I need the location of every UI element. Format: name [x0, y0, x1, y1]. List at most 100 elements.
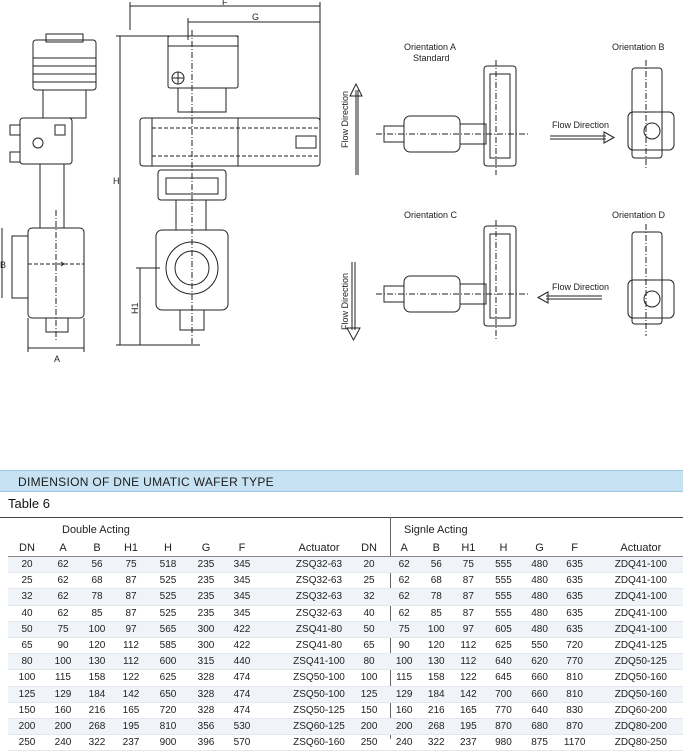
- table-cell: 158: [88, 672, 106, 684]
- table-cell: ZDQ80-250: [614, 737, 667, 749]
- table-cell: 80: [350, 653, 389, 670]
- table-cell: 142: [114, 686, 148, 703]
- orientation-a-sublabel: Standard: [413, 53, 450, 63]
- section-title-bar: DIMENSION OF DNE UMATIC WAFER TYPE: [0, 470, 683, 492]
- table-cell: 870: [556, 718, 593, 735]
- table-cell: 518: [148, 556, 188, 573]
- table-cell: 68: [430, 575, 442, 587]
- table-cell: 78: [80, 588, 114, 606]
- table-cell: 62: [398, 607, 410, 619]
- table-cell: 87: [114, 588, 148, 606]
- table-cell: 100: [46, 653, 80, 670]
- table-cell: 129: [46, 686, 80, 703]
- column-header: H1: [452, 540, 485, 557]
- table-cell: 530: [224, 718, 260, 735]
- table-cell: 810: [566, 672, 583, 684]
- table-cell: 20: [8, 556, 46, 573]
- column-header: B: [80, 540, 114, 557]
- table-cell: 65: [21, 640, 33, 652]
- table-cell: 237: [122, 737, 140, 749]
- table-cell: 200: [46, 718, 80, 735]
- dim-b-label: B: [0, 260, 6, 270]
- table-cell: 25: [363, 575, 375, 587]
- table-cell: ZDQ50-160: [592, 686, 683, 703]
- side-view-drawing: [1, 33, 97, 352]
- column-header: H: [484, 540, 523, 557]
- table-cell: 32: [350, 588, 389, 606]
- table-cell: 396: [197, 737, 215, 749]
- dim-h-label: H: [113, 176, 120, 186]
- table-cell: 160: [395, 704, 413, 716]
- table-cell: 555: [484, 556, 523, 573]
- table-cell: 87: [462, 607, 474, 619]
- table-cell: 635: [556, 621, 593, 638]
- table-cell: 75: [114, 556, 148, 573]
- table-cell: 328: [197, 704, 215, 716]
- table-cell: ZDQ60-200: [614, 704, 667, 716]
- table-cell: 62: [57, 607, 69, 619]
- table-cell: 640: [531, 704, 548, 716]
- table-cell: 322: [427, 737, 445, 749]
- column-header: A: [46, 540, 80, 557]
- table-cell: 875: [531, 737, 548, 749]
- orientation-a-drawing: [349, 60, 530, 175]
- column-header: G: [522, 540, 557, 557]
- table-cell: 112: [452, 653, 485, 670]
- table-cell: 120: [88, 640, 106, 652]
- table-cell: 620: [522, 653, 557, 670]
- table-cell: 100: [360, 672, 378, 684]
- dim-f-label: F: [222, 0, 228, 7]
- table-cell: 480: [531, 607, 548, 619]
- table-cell: 550: [531, 640, 548, 652]
- table-cell: 700: [484, 686, 523, 703]
- table-cell: 680: [522, 718, 557, 735]
- table-cell: 50: [8, 621, 46, 638]
- table-cell: 345: [224, 556, 260, 573]
- table-cell: 1170: [563, 737, 586, 749]
- table-cell: 122: [122, 672, 140, 684]
- table-cell: 90: [57, 640, 69, 652]
- table-cell: 216: [88, 704, 106, 716]
- table-cell: 635: [566, 607, 583, 619]
- table-cell: 56: [420, 556, 453, 573]
- column-header: H1: [114, 540, 148, 557]
- table-cell: 315: [188, 653, 224, 670]
- table-cell: ZSQ41-80: [295, 640, 343, 652]
- table-cell: 328: [197, 672, 215, 684]
- table-cell: 525: [159, 607, 177, 619]
- table-cell: 650: [148, 686, 188, 703]
- table-cell: 122: [460, 672, 477, 684]
- table-cell: 480: [522, 556, 557, 573]
- table-cell: 625: [159, 672, 177, 684]
- table-cell: 78: [420, 588, 453, 606]
- table-cell: 100: [80, 621, 114, 638]
- table-cell: 87: [125, 607, 137, 619]
- table-cell: ZDQ41-100: [592, 588, 683, 606]
- table-cell: 900: [159, 737, 177, 749]
- orientation-b-label: Orientation B: [612, 42, 665, 52]
- table-cell: 112: [460, 640, 477, 652]
- orientation-b-drawing: [550, 60, 675, 170]
- table-cell: ZDQ41-100: [592, 556, 683, 573]
- table-cell: 40: [21, 607, 33, 619]
- table-cell: ZSQ32-63: [295, 575, 343, 587]
- table-cell: 68: [91, 575, 103, 587]
- single-acting-group-label: Signle Acting: [404, 524, 468, 536]
- table-cell: 356: [188, 718, 224, 735]
- table-cell: 150: [360, 704, 378, 716]
- table-cell: 474: [233, 672, 251, 684]
- table-cell: 130: [420, 653, 453, 670]
- table-cell: ZDQ41-125: [614, 640, 667, 652]
